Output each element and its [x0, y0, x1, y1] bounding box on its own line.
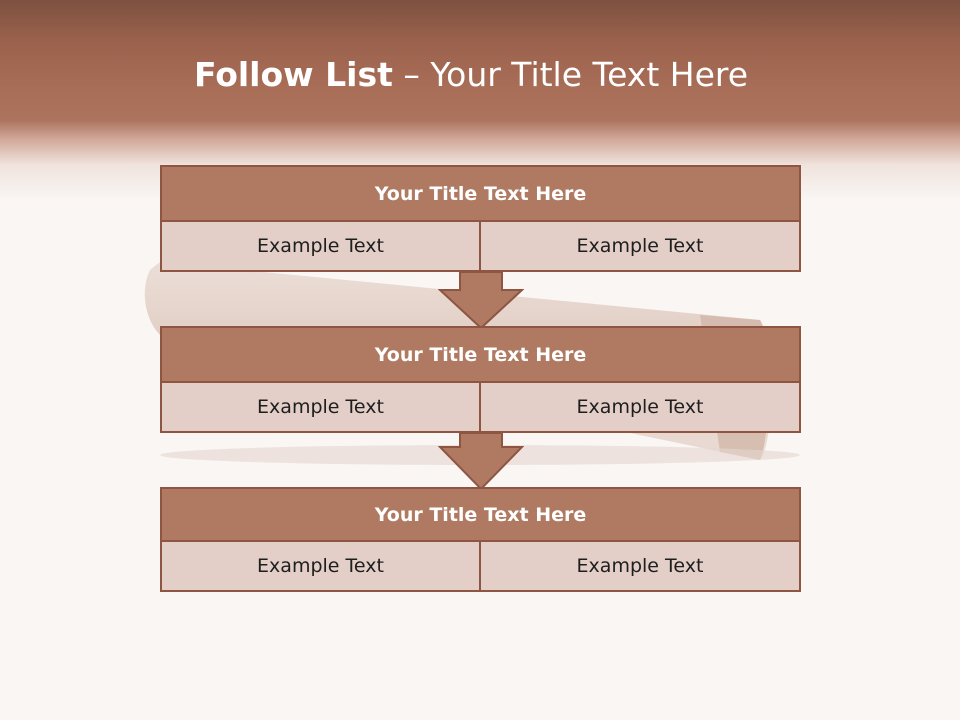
slide-title-bold: Follow List [193, 55, 393, 94]
block-left-text: Example Text [160, 383, 481, 433]
block-title: Your Title Text Here [160, 487, 801, 542]
slide-title-rest: – Your Title Text Here [392, 55, 749, 94]
down-arrow-icon [438, 432, 524, 491]
slide-title: Follow List – Your Title Text Here [0, 55, 942, 94]
down-arrow-icon [438, 271, 524, 330]
block-left-text: Example Text [160, 222, 481, 272]
block-right-text: Example Text [479, 222, 801, 272]
block-title: Your Title Text Here [160, 165, 801, 222]
block-left-text: Example Text [160, 542, 481, 592]
block-right-text: Example Text [479, 542, 801, 592]
block-title: Your Title Text Here [160, 326, 801, 383]
block-right-text: Example Text [479, 383, 801, 433]
